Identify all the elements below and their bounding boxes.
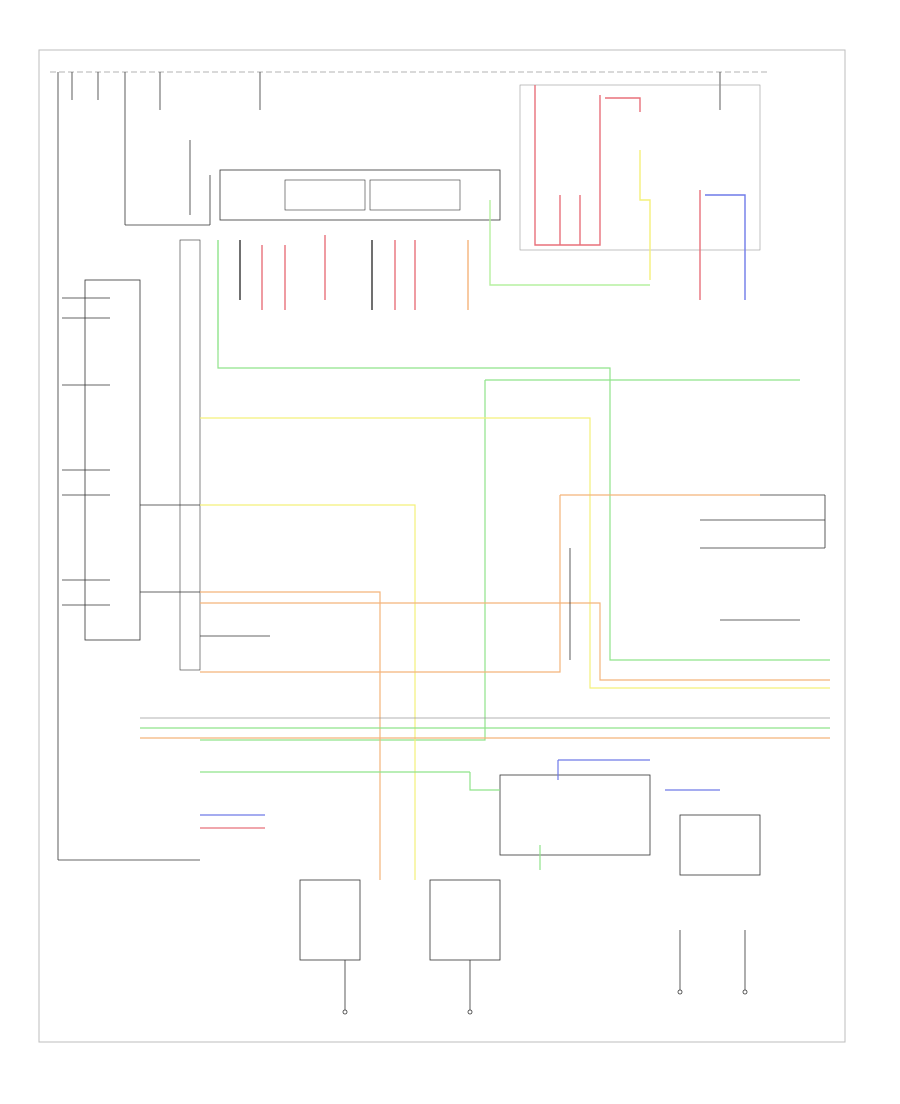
relay-module-2 (369, 179, 461, 211)
mid-connectors (217, 200, 650, 350)
relay-box (219, 169, 501, 221)
connector-strip (179, 239, 201, 671)
diagram-border (38, 49, 846, 1043)
wire-green-c (469, 772, 500, 791)
wire-orange-a (200, 591, 381, 880)
wire-yellow-a (200, 417, 830, 689)
relay-module (284, 179, 366, 211)
wire-yellow-b (200, 504, 416, 880)
wire-orange-b (200, 494, 760, 673)
wire-green-top (217, 350, 830, 661)
left-switches (62, 297, 270, 637)
right-contacts (569, 494, 826, 660)
range-switch (679, 814, 761, 876)
wire-orange-c (200, 602, 830, 681)
lower-module (499, 774, 651, 856)
wire-green-upper (200, 380, 486, 741)
lower-switches (299, 879, 748, 1015)
upper-right-block (519, 84, 761, 300)
switch-column (84, 279, 141, 641)
fuse-group (57, 72, 721, 861)
wire-blue-b (557, 759, 650, 780)
